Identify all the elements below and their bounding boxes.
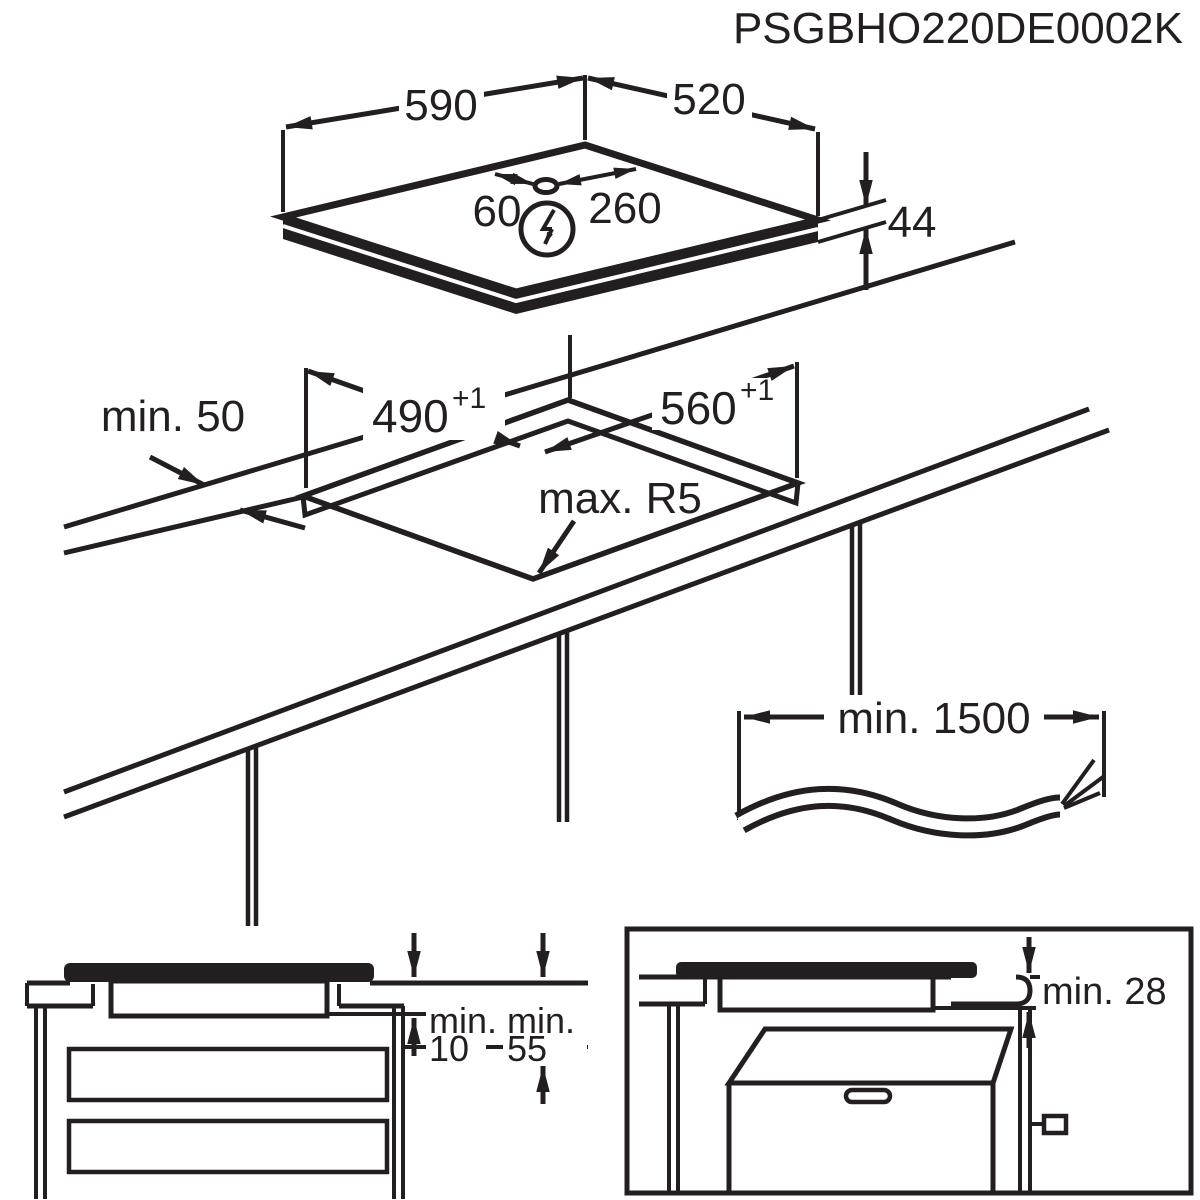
power-cable-drawing: [734, 758, 1105, 839]
arrowhead: [1022, 1012, 1036, 1038]
arrowhead: [788, 116, 815, 130]
cabinet-side-walls: [34, 1006, 405, 1199]
cable-entry-point: [532, 177, 560, 195]
arrowhead: [286, 116, 313, 130]
dim-490-label: 490: [372, 390, 449, 442]
arrowhead: [744, 710, 770, 724]
oven-cabinet-walls: [667, 1004, 1069, 1191]
cabinet-panels: [245, 522, 863, 926]
cable-length-view: min. 1500: [734, 694, 1106, 839]
arrowhead: [495, 174, 518, 186]
dim-min1500-label: min. 1500: [837, 694, 1030, 743]
arrowhead: [545, 231, 553, 244]
side-view-drawer-cabinet: min. 10 min. 55: [25, 933, 588, 1199]
dim-490-tolerance: +1: [452, 382, 486, 415]
arrowhead: [859, 180, 873, 206]
dim-min10-label: min. 10: [429, 1000, 497, 1069]
cutout-edge-extension: [63, 494, 304, 556]
dim-260-label: 260: [588, 184, 661, 233]
dim-60: 60: [473, 172, 534, 236]
arrowhead: [240, 510, 267, 524]
dim-560: 560 +1: [544, 362, 799, 478]
min55-word: min.: [507, 1000, 575, 1041]
arrowhead: [588, 77, 615, 91]
dim-60-label: 60: [473, 187, 522, 236]
power-connection-icon: [518, 200, 576, 258]
dim-maxr5-label: max. R5: [538, 474, 702, 523]
cable-wire-ends: [1060, 758, 1105, 810]
dim-490: 490 +1: [304, 368, 521, 488]
side-view-oven-cabinet: min. 28: [624, 926, 1194, 1196]
dim-260: 260: [558, 167, 662, 233]
arrowhead: [613, 167, 636, 179]
dim-min55-label: min. 55: [507, 1000, 575, 1069]
arrowhead: [539, 547, 560, 573]
arrowhead: [493, 430, 520, 446]
drawer-front-1: [66, 1046, 390, 1103]
oven-drawing: [724, 1026, 1015, 1191]
arrowhead: [767, 366, 794, 381]
hob-side-highlight: [282, 224, 819, 304]
arrowhead: [1022, 947, 1036, 973]
arrowhead: [407, 951, 421, 977]
worktop-edge-upper: [63, 239, 1016, 530]
worktop-cutout-view: 490 +1 560 +1 min. 50 max. R5: [63, 239, 1110, 926]
dim-min28: min. 28: [1022, 937, 1167, 1048]
cutout-hole: [294, 397, 807, 582]
arrowhead: [556, 75, 583, 89]
dim-min50: min. 50: [101, 392, 306, 531]
worktop-front-top: [63, 406, 1090, 795]
oven-handle: [843, 1087, 893, 1105]
dim-520: 520: [587, 75, 820, 216]
arrowhead: [545, 437, 572, 452]
min10-value: 10: [429, 1028, 469, 1069]
dim-590-label: 590: [404, 81, 477, 130]
dim-min10-min55-arrows: [407, 933, 550, 1104]
arrowhead: [859, 228, 873, 254]
worktop-rounded-edge: [951, 974, 1033, 1007]
cabinet-knob: [1041, 1113, 1069, 1136]
dim-44-label: 44: [888, 198, 937, 247]
hob-glass-profile-2: [676, 962, 977, 978]
min10-word: min.: [429, 1000, 497, 1041]
arrowhead: [559, 174, 582, 186]
arrowhead: [536, 951, 550, 977]
hob-glass-profile: [64, 963, 374, 982]
hob-body-profile-2: [717, 974, 936, 1013]
dim-44: 44: [817, 152, 937, 290]
worktop-front-bottom: [63, 427, 1110, 820]
dim-520-label: 520: [672, 75, 745, 124]
dim-590: 590: [281, 75, 587, 212]
arrowhead: [308, 371, 335, 387]
min55-value: 55: [507, 1028, 547, 1069]
oven-view-border: [624, 926, 1194, 1196]
dim-560-tolerance: +1: [740, 374, 774, 407]
dim-560-label: 560: [660, 382, 737, 434]
drawer-front-2: [66, 1118, 390, 1175]
arrowhead: [536, 1066, 550, 1092]
hob-isometric-view: 590 520 60 260: [270, 75, 937, 314]
dim-min28-label: min. 28: [1042, 971, 1167, 1013]
hob-body-profile: [108, 978, 330, 1019]
dim-maxr5: max. R5: [536, 474, 702, 575]
product-code: PSGBHO220DE0002K: [733, 4, 1183, 53]
arrowhead: [407, 1018, 421, 1044]
dim-min50-label: min. 50: [101, 392, 245, 441]
arrowhead: [1073, 710, 1099, 724]
arrowhead: [177, 467, 204, 485]
